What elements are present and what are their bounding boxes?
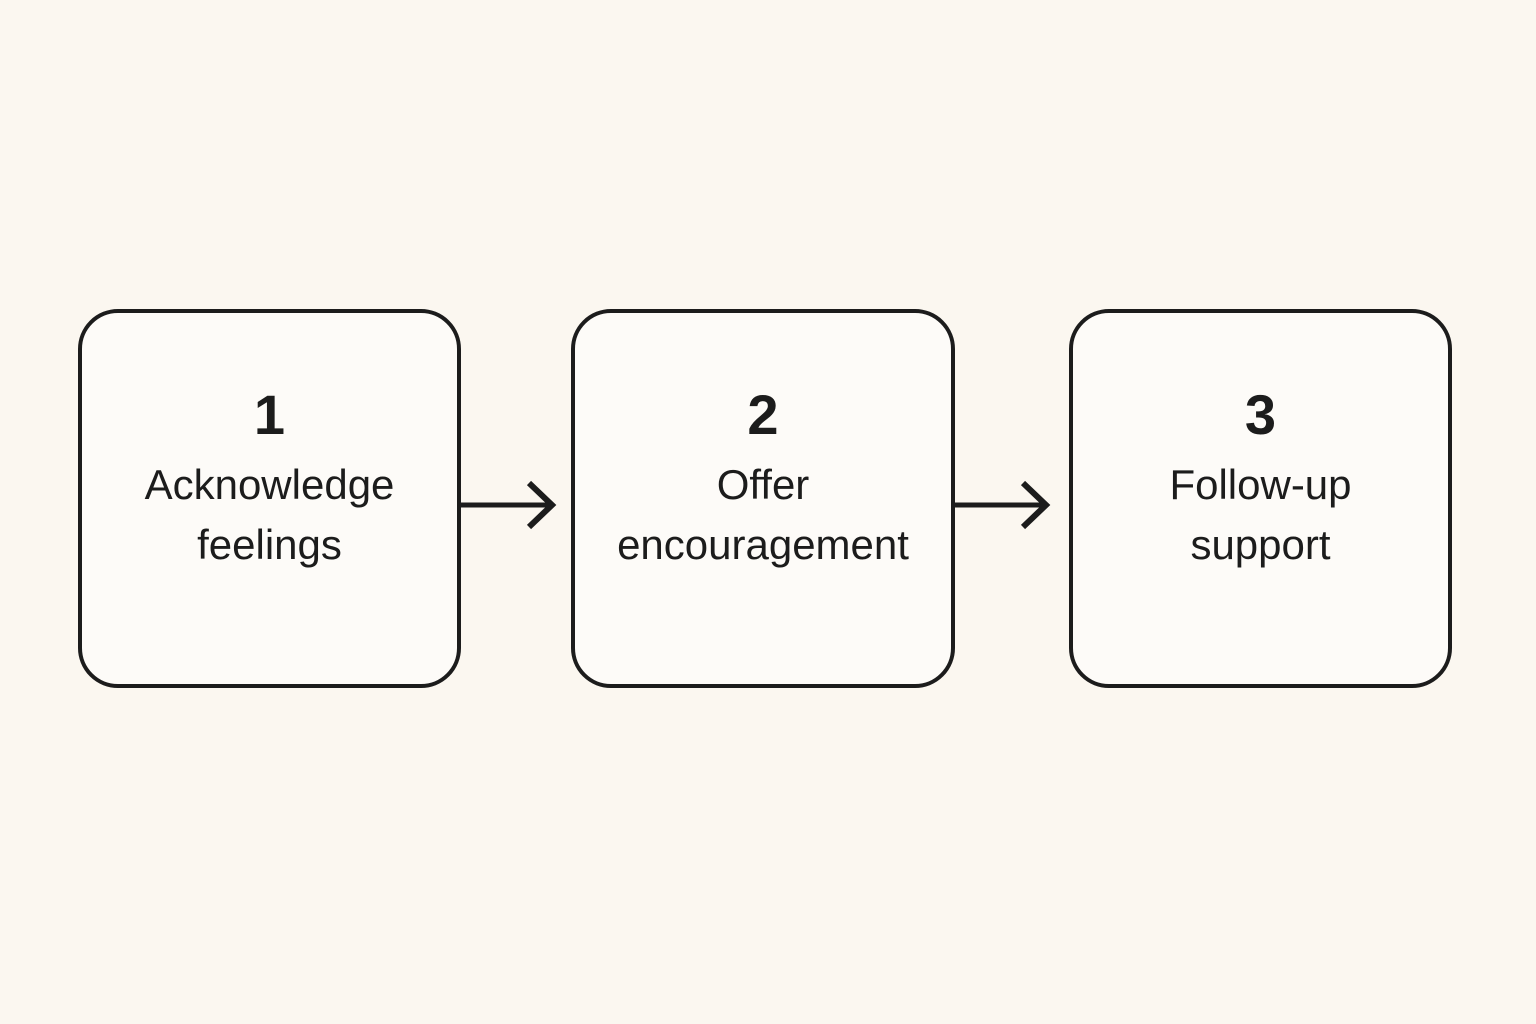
node-content-step-1: 1 Acknowledge feelings [82,386,457,574]
node-number-step-1: 1 [253,383,286,447]
flow-node-step-1[interactable]: 1 Acknowledge feelings [78,309,461,688]
node-label-step-2: Offer encouragement [617,461,909,568]
flow-node-step-3[interactable]: 3 Follow-up support [1069,309,1452,688]
connector-step-2-to-step-3 [955,470,1069,540]
node-number-step-2: 2 [747,383,779,447]
node-label-step-3: Follow-up support [1169,461,1352,568]
flow-node-step-2[interactable]: 2 Offer encouragement [571,309,955,688]
connector-step-1-to-step-2 [461,470,571,540]
arrowhead-icon-2 [1020,480,1051,530]
node-label-step-1: Acknowledge feelings [144,461,395,568]
node-number-step-3: 3 [1244,383,1277,447]
node-content-step-3: 3 Follow-up support [1073,386,1448,574]
node-content-step-2: 2 Offer encouragement [575,386,951,574]
arrowhead-icon-1 [526,480,557,530]
